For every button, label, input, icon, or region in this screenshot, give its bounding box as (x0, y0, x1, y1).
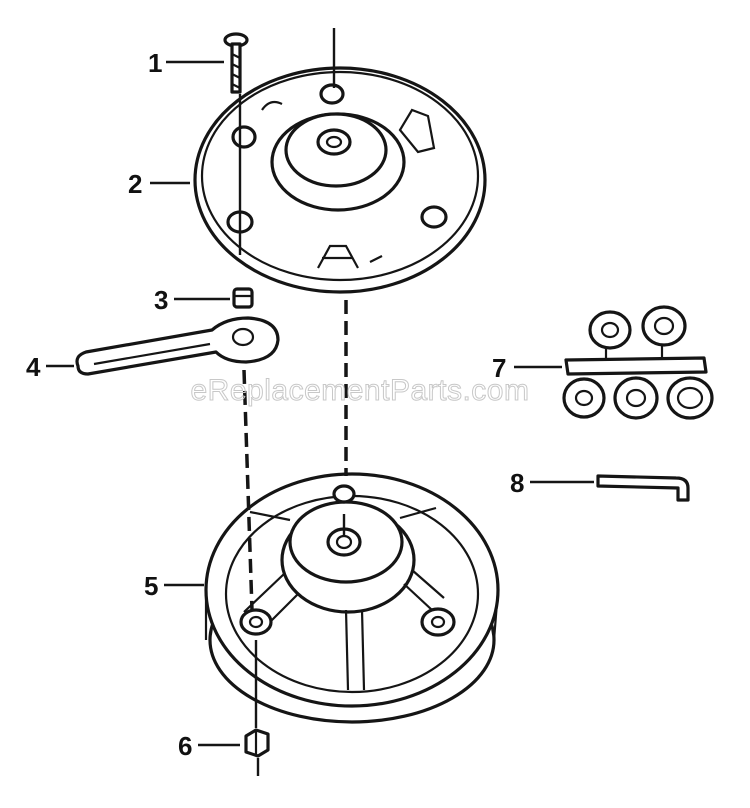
assembly-lines (238, 28, 348, 776)
part-8-hex-key (596, 474, 690, 502)
part-5-spool-housing (204, 472, 500, 724)
callout-6: 6 (178, 731, 192, 761)
callout-2: 2 (128, 169, 142, 199)
part-3-bushing (232, 287, 254, 309)
part-1-screw (223, 32, 249, 94)
part-4-lever-arm (75, 316, 280, 376)
callout-1: 1 (148, 48, 162, 78)
callout-5: 5 (144, 571, 158, 601)
watermark-text: eReplacementParts.com (191, 374, 530, 407)
callout-labels: 1 2 3 4 5 6 7 8 (26, 48, 524, 761)
part-2-hub-plate (193, 66, 487, 294)
callout-8: 8 (510, 468, 524, 498)
callout-3: 3 (154, 285, 168, 315)
callout-4: 4 (26, 352, 41, 382)
callout-7: 7 (492, 353, 506, 383)
part-6-hex-nut (244, 728, 270, 758)
leader-lines (46, 60, 594, 747)
part-7-washer-set (562, 305, 714, 420)
